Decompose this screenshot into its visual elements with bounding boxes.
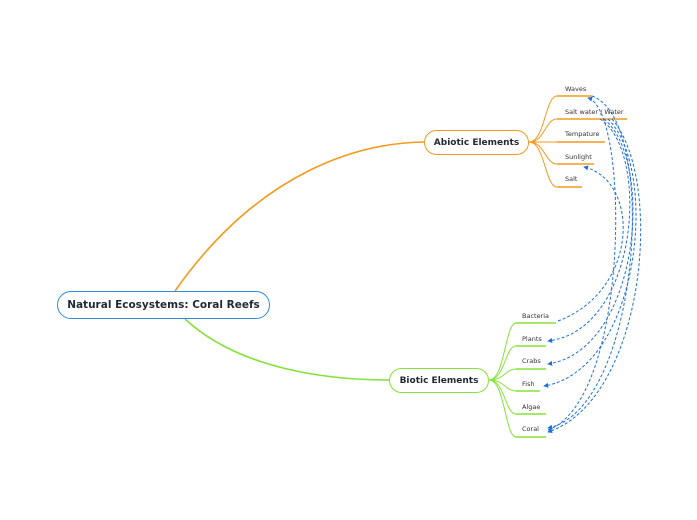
main-topic-biotic[interactable]: Biotic Elements xyxy=(389,368,489,393)
subtopic-plants[interactable]: Plants xyxy=(522,335,542,343)
relationship-saltwater-plants xyxy=(547,118,631,343)
subtopic-salt-water[interactable]: Salt water / Water xyxy=(565,108,624,116)
relationship-saltwater-fish xyxy=(543,118,637,388)
subtopic-sunlight[interactable]: Sunlight xyxy=(565,153,592,161)
root-topic-label: Natural Ecosystems: Coral Reefs xyxy=(67,299,260,311)
main-topic-biotic-label: Biotic Elements xyxy=(399,375,479,386)
subtopic-fish[interactable]: Fish xyxy=(522,380,535,388)
subtopic-coral[interactable]: Coral xyxy=(522,425,539,433)
relationship-bacteria-sunlight xyxy=(557,165,624,322)
subtopic-algae[interactable]: Algae xyxy=(522,403,541,411)
subtopic-waves[interactable]: Waves xyxy=(565,85,587,93)
relationship-lines xyxy=(543,95,642,434)
biotic-underlines xyxy=(516,322,556,438)
main-topic-abiotic[interactable]: Abiotic Elements xyxy=(424,130,529,155)
relationship-saltwater-coral xyxy=(547,118,642,434)
relationship-coral-waves xyxy=(547,96,617,431)
abiotic-underlines xyxy=(557,95,627,188)
subtopic-salt[interactable]: Salt xyxy=(565,175,578,183)
subtopic-crabs[interactable]: Crabs xyxy=(522,357,541,365)
relationship-saltwater-crabs xyxy=(547,118,634,366)
main-topic-abiotic-label: Abiotic Elements xyxy=(433,137,520,148)
abiotic-connectors xyxy=(528,95,558,188)
root-topic[interactable]: Natural Ecosystems: Coral Reefs xyxy=(57,291,270,319)
biotic-connectors xyxy=(488,322,517,438)
branch-root-to-biotic xyxy=(184,318,390,381)
subtopic-bacteria[interactable]: Bacteria xyxy=(522,312,550,320)
relationship-waves-coral xyxy=(547,95,633,430)
branch-root-to-abiotic xyxy=(174,141,425,292)
subtopic-tempature[interactable]: Tempature xyxy=(565,130,600,138)
